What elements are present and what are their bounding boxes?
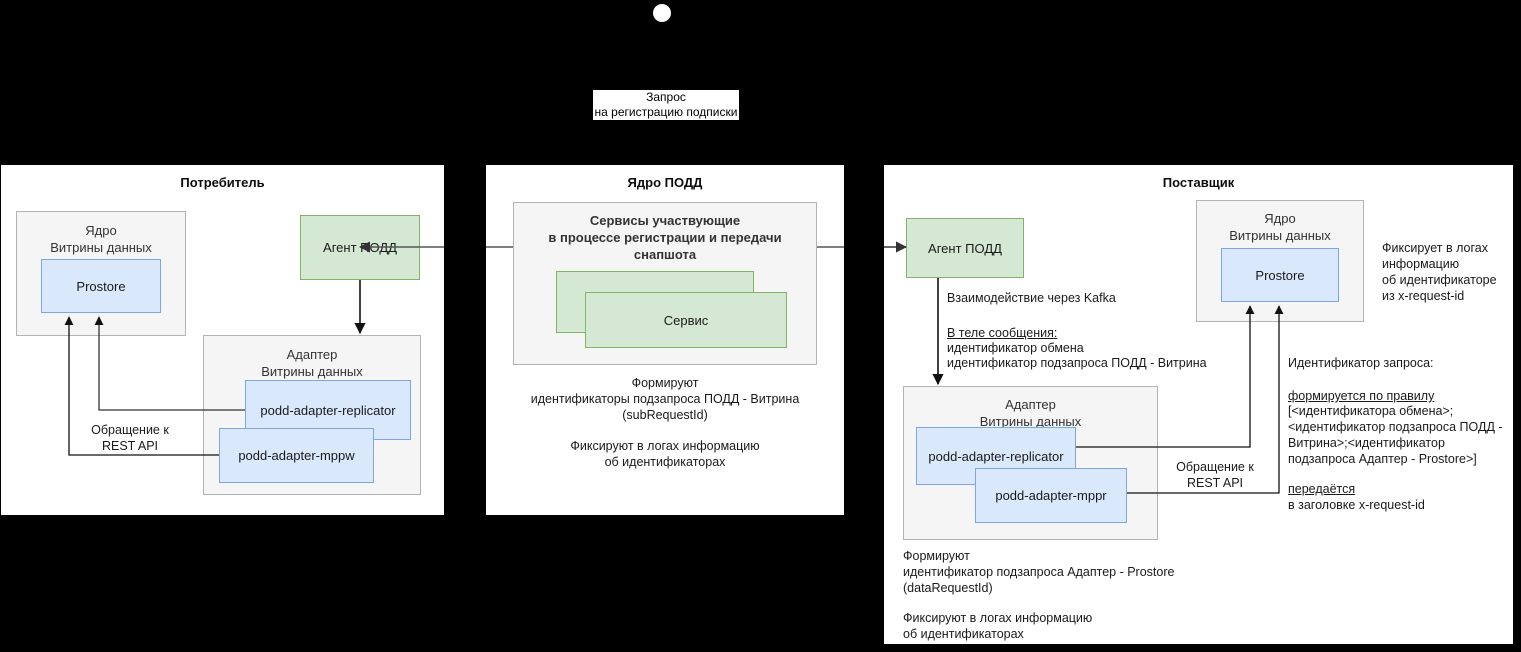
supplier-adapter-mppr-label: podd-adapter-mppr xyxy=(995,488,1107,503)
supplier-prostore-label: Prostore xyxy=(1255,267,1305,283)
consumer-prostore-box: Prostore xyxy=(41,259,161,313)
core-podd-services-header-line1: Сервисы участвующие xyxy=(589,213,741,228)
status-dot-icon xyxy=(653,4,671,22)
request-callout-line1: Запрос xyxy=(646,90,686,104)
supplier-message-body-heading: В теле сообщения: xyxy=(947,326,1058,340)
supplier-request-id-transfer-body: в заголовке x-request-id xyxy=(1288,498,1425,512)
supplier-log-note: Фиксирует в логах информацию об идентифи… xyxy=(1382,241,1497,303)
consumer-adapter-replicator-label: podd-adapter-replicator xyxy=(260,402,396,418)
consumer-adapter-mppw-box: podd-adapter-mppw xyxy=(219,428,374,483)
consumer-adapter-header-line1: Адаптер xyxy=(286,347,338,362)
supplier-message-body-line1: идентификатор обмена xyxy=(947,341,1084,355)
supplier-message-body-line2: идентификатор подзапроса ПОДД - Витрина xyxy=(947,356,1207,370)
core-podd-services-header-line3: снапшота xyxy=(633,247,697,262)
request-callout: Запрос на регистрацию подписки xyxy=(592,89,740,121)
request-callout-line2: на регистрацию подписки xyxy=(594,105,738,119)
core-podd-service-label: Сервис xyxy=(663,312,709,328)
supplier-request-id-rule-body: [<идентификатора обмена>; <идентификатор… xyxy=(1288,404,1503,466)
supplier-core-header-line1: Ядро xyxy=(1264,211,1296,226)
consumer-agent-label: Агент ПОДД xyxy=(323,240,397,255)
supplier-kafka-label: Взаимодействие через Kafka xyxy=(947,291,1116,305)
supplier-agent-label: Агент ПОДД xyxy=(928,240,1002,256)
consumer-rest-api-label: Обращение к REST API xyxy=(91,423,169,453)
supplier-request-id-heading: Идентификатор запроса: xyxy=(1288,356,1434,370)
consumer-core-header-line2: Витрины данных xyxy=(50,240,152,255)
core-podd-services-header-line2: в процессе регистрации и передачи xyxy=(548,230,782,245)
consumer-core-header-line1: Ядро xyxy=(85,223,117,238)
supplier-adapter-header-line1: Адаптер xyxy=(1005,397,1056,412)
supplier-core-header-line2: Витрины данных xyxy=(1229,228,1331,243)
supplier-agent-box: Агент ПОДД xyxy=(906,218,1024,278)
supplier-bottom-note-logs: Фиксируют в логах информацию об идентифи… xyxy=(903,611,1093,641)
panel-consumer-title: Потребитель xyxy=(180,175,265,190)
supplier-adapter-header-line2: Витрины данных xyxy=(979,414,1082,429)
core-podd-note-subrequest: Формируют идентификаторы подзапроса ПОДД… xyxy=(530,376,800,422)
panel-core-podd-title: Ядро ПОДД xyxy=(627,175,703,190)
supplier-rest-api-label: Обращение к REST API xyxy=(1176,460,1254,490)
supplier-request-id-rule-heading: формируется по правилу xyxy=(1288,389,1435,403)
consumer-adapter-header-line2: Витрины данных xyxy=(261,364,363,379)
core-podd-note-logs: Фиксируют в логах информацию об идентифи… xyxy=(570,439,760,469)
consumer-agent-box: Агент ПОДД xyxy=(300,215,420,280)
supplier-bottom-note-datarequest: Формируют идентификатор подзапроса Адапт… xyxy=(903,549,1175,595)
supplier-prostore-box: Prostore xyxy=(1221,248,1339,302)
panel-supplier-title: Поставщик xyxy=(1162,175,1235,190)
supplier-adapter-mppr-box: podd-adapter-mppr xyxy=(975,468,1127,523)
core-podd-service-front-box: Сервис xyxy=(585,292,787,348)
consumer-prostore-label: Prostore xyxy=(76,278,126,294)
supplier-adapter-replicator-label: podd-adapter-replicator xyxy=(928,448,1064,464)
consumer-adapter-mppw-label: podd-adapter-mppw xyxy=(238,448,355,463)
supplier-request-id-transfer-heading: передаётся xyxy=(1288,482,1356,496)
